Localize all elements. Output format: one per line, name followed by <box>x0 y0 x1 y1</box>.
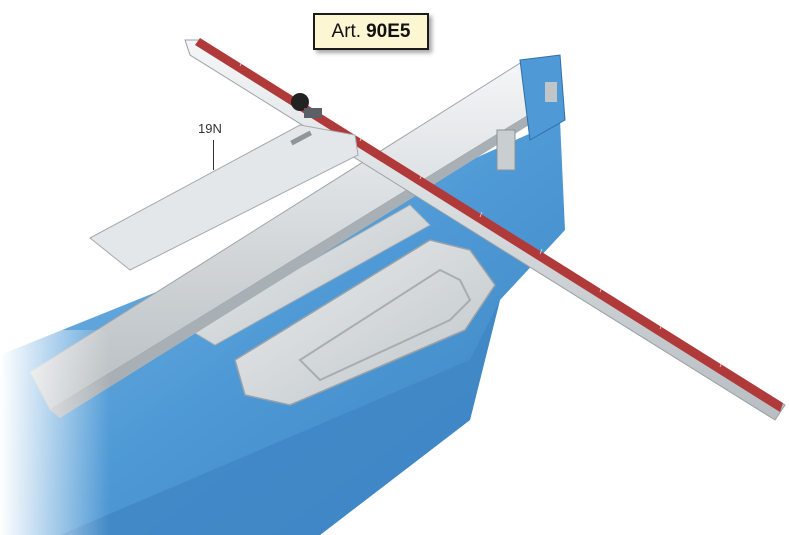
breaker-pad-inner <box>298 268 472 382</box>
accessory-callout-label: 19N <box>198 121 222 136</box>
article-number-label: Art. 90E5 <box>313 13 429 50</box>
extension-plate <box>89 124 359 271</box>
knob-stem <box>304 108 322 118</box>
lever-bracket <box>545 82 557 102</box>
rail-end-post <box>519 54 566 141</box>
breaker-pad <box>234 239 496 406</box>
handle-column <box>496 129 516 171</box>
cutter-base-side <box>60 300 500 535</box>
article-code: 90E5 <box>366 20 411 42</box>
accessory-callout-line <box>213 140 214 170</box>
extension-slot <box>290 130 313 146</box>
article-prefix: Art. <box>331 20 362 42</box>
locking-knob <box>291 93 309 111</box>
support-pad-left <box>189 204 431 346</box>
left-fade <box>0 330 110 535</box>
ruler-red-strip <box>195 38 783 412</box>
